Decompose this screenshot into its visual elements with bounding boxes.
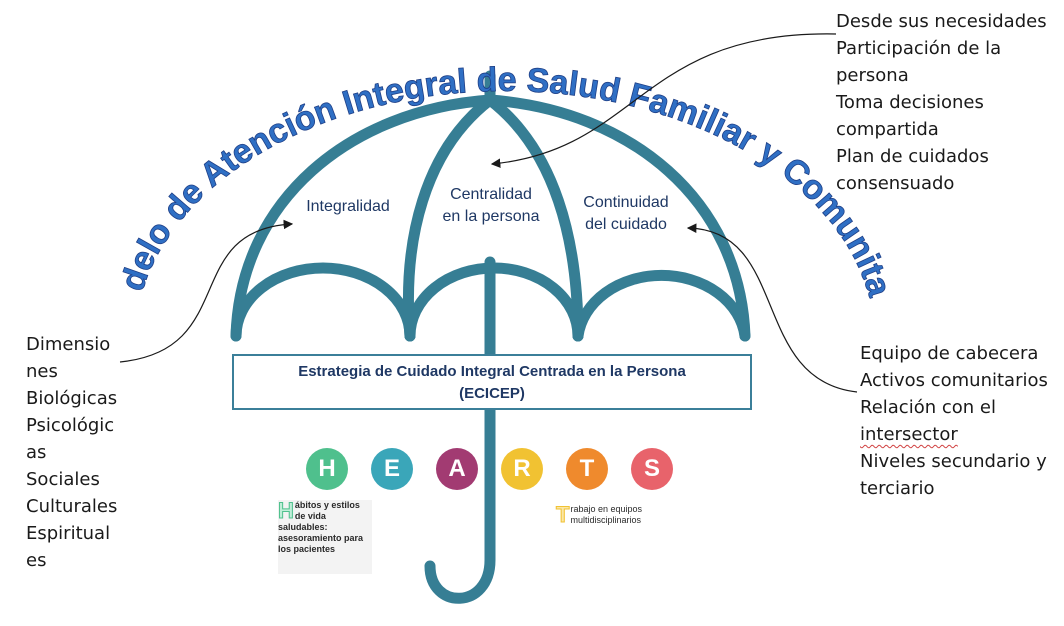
- strategy-box: Estrategia de Cuidado Integral Centrada …: [232, 354, 752, 410]
- note-continuidad-details: Equipo de cabecera Activos comunitarios …: [860, 340, 1048, 502]
- legend-t-letter: T: [555, 502, 570, 527]
- note-line: Activos comunitarios: [860, 370, 1048, 391]
- umbrella-icon: [230, 70, 751, 604]
- note-line: Relación con el: [860, 397, 996, 418]
- strategy-acronym: (ECICEP): [459, 385, 525, 402]
- connector-arrows: [119, 33, 858, 393]
- hearts-letter-r: R: [501, 448, 543, 490]
- legend-h-text: ábitos y estilos de vida saludables: ase…: [278, 500, 364, 554]
- hearts-letter-h: H: [306, 448, 348, 490]
- note-centralidad-details: Desde sus necesidades Participación de l…: [836, 11, 1047, 194]
- panel-label-continuidad: Continuidad del cuidado: [583, 194, 669, 233]
- note-line: Niveles secundario y: [860, 451, 1047, 472]
- arrow-to-continuidad: [686, 223, 858, 393]
- hearts-letter-t: T: [566, 448, 608, 490]
- legend-h-letter: H: [278, 498, 295, 523]
- strategy-title: Estrategia de Cuidado Integral Centrada …: [298, 363, 686, 380]
- legend-habitos: H ábitos y estilos de vida saludables: a…: [278, 498, 372, 574]
- legend-trabajo: T rabajo en equipos multidisciplinarios: [555, 502, 666, 554]
- hearts-letter-e: E: [371, 448, 413, 490]
- panel-label-centralidad: Centralidad en la persona: [442, 186, 540, 225]
- note-integralidad-dimensions: Dimensio nes Biológicas Psicológic as So…: [26, 334, 118, 571]
- note-line: Equipo de cabecera: [860, 343, 1039, 364]
- arrow-to-integralidad: [119, 219, 294, 363]
- panel-label-integralidad: Integralidad: [306, 198, 390, 215]
- arrow-to-centralidad: [490, 33, 837, 168]
- note-line: terciario: [860, 478, 935, 499]
- hearts-letter-s: S: [631, 448, 673, 490]
- hearts-letter-a: A: [436, 448, 478, 490]
- legend-t-text: rabajo en equipos multidisciplinarios: [570, 504, 643, 525]
- note-line: intersector: [860, 424, 958, 445]
